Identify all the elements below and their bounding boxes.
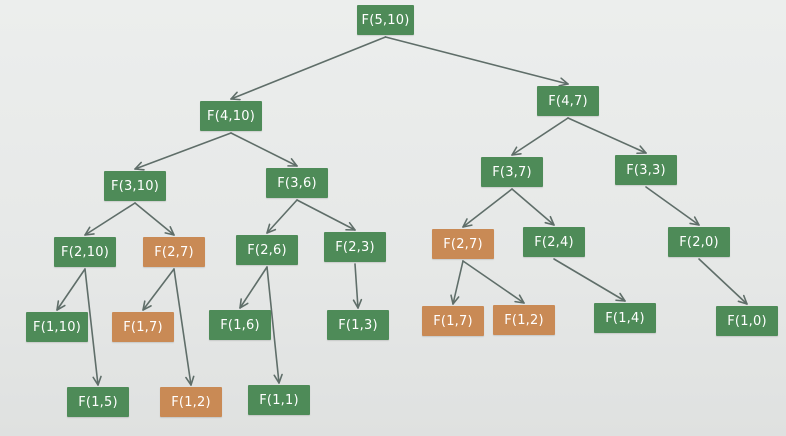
tree-node: F(4,10) (200, 101, 262, 131)
arrowhead (56, 300, 66, 311)
arrowhead (514, 294, 525, 304)
edge-arrow (56, 268, 86, 311)
edge-arrow (553, 258, 626, 302)
arrowhead (450, 294, 460, 305)
tree-node: F(4,7) (537, 86, 599, 116)
arrowhead (92, 375, 102, 386)
arrowhead (266, 223, 277, 234)
edge-arrow (511, 188, 555, 226)
edge-arrow (384, 36, 569, 85)
arrowhead (615, 292, 626, 302)
edge-arrow (230, 36, 387, 100)
edge-arrow (645, 186, 700, 226)
edge-arrow (134, 132, 232, 170)
arrowhead (511, 146, 522, 156)
arrowhead (636, 145, 647, 155)
tree-node: F(1,0) (716, 306, 778, 336)
edge-arrow (230, 132, 298, 167)
edge-arrow (452, 260, 464, 305)
tree-node: F(2,3) (324, 232, 386, 262)
edges (56, 36, 748, 386)
edge-arrow (567, 117, 647, 154)
tree-node-repeated: F(1,7) (422, 306, 484, 336)
arrowhead (84, 226, 95, 236)
tree-node: F(5,10) (357, 5, 414, 35)
tree-node-repeated: F(1,2) (493, 305, 555, 335)
edge-arrow (462, 188, 513, 228)
edge-arrow (84, 268, 99, 386)
arrowhead (544, 215, 555, 226)
tree-node: F(1,4) (594, 303, 656, 333)
arrowhead (287, 158, 298, 167)
tree-node-repeated: F(1,2) (160, 387, 222, 417)
arrowhead (345, 222, 356, 231)
tree-node-repeated: F(1,7) (112, 312, 174, 342)
arrowhead (462, 218, 473, 228)
tree-node: F(1,3) (327, 310, 389, 340)
tree-node: F(3,6) (266, 168, 328, 198)
tree-node: F(2,6) (236, 235, 298, 265)
tree-node: F(2,4) (523, 227, 585, 257)
tree-node: F(1,10) (26, 312, 88, 342)
arrowhead (273, 373, 283, 384)
arrowhead (230, 91, 241, 101)
arrowhead (558, 77, 569, 87)
edge-arrow (296, 199, 356, 231)
edge-arrow (266, 199, 298, 234)
edge-arrow (462, 260, 525, 304)
tree-node: F(1,6) (209, 310, 271, 340)
arrowhead (239, 298, 249, 309)
tree-node: F(1,1) (248, 385, 310, 415)
edge-arrow (173, 268, 192, 386)
tree-node: F(3,3) (615, 155, 677, 185)
tree-node: F(3,10) (104, 171, 166, 201)
edge-arrow (354, 263, 359, 309)
edge-arrow (266, 266, 280, 384)
tree-node: F(3,7) (481, 157, 543, 187)
tree-node: F(2,0) (668, 227, 730, 257)
tree-node-repeated: F(2,7) (143, 237, 205, 267)
arrowhead (352, 298, 363, 309)
tree-node: F(2,10) (54, 237, 116, 267)
arrowhead (164, 226, 175, 236)
edge-arrow (239, 266, 268, 309)
arrowhead (185, 375, 195, 386)
tree-node: F(1,5) (67, 387, 129, 417)
edge-arrow (134, 202, 175, 236)
edge-arrow (511, 117, 569, 156)
tree-node-repeated: F(2,7) (432, 229, 494, 259)
edge-arrow (84, 202, 136, 236)
arrowhead (134, 161, 145, 171)
edge-arrow (142, 268, 175, 311)
edge-arrow (698, 258, 748, 305)
arrowhead (142, 300, 152, 311)
arrowhead (737, 294, 748, 305)
arrowhead (689, 216, 700, 226)
